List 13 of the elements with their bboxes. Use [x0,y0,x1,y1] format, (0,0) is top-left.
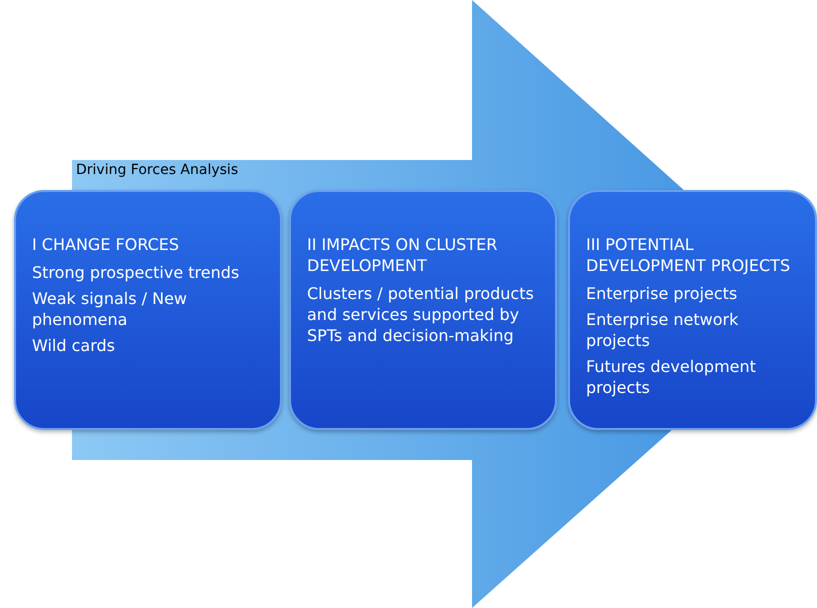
stage-item: Enterprise projects [586,283,738,304]
stage-box [14,190,282,430]
stage-item: Strong prospective trends [32,262,240,283]
stage-heading: III POTENTIAL DEVELOPMENT PROJECTS [586,234,792,276]
stage-item: Weak signals / New phenomena [32,288,188,330]
arrow-label: Driving Forces Analysis [76,162,238,178]
stage-item: Futures development projects [586,356,757,398]
stage-item: Clusters / potential products and services supported by SPTs and decision-making [307,283,535,346]
stage-heading: I CHANGE FORCES [32,234,180,255]
stage-box [289,190,557,430]
stage-item: Wild cards [32,335,116,356]
stage-heading: II IMPACTS ON CLUSTER DEVELOPMENT [307,234,498,276]
stage-item: Enterprise network projects [586,309,740,351]
